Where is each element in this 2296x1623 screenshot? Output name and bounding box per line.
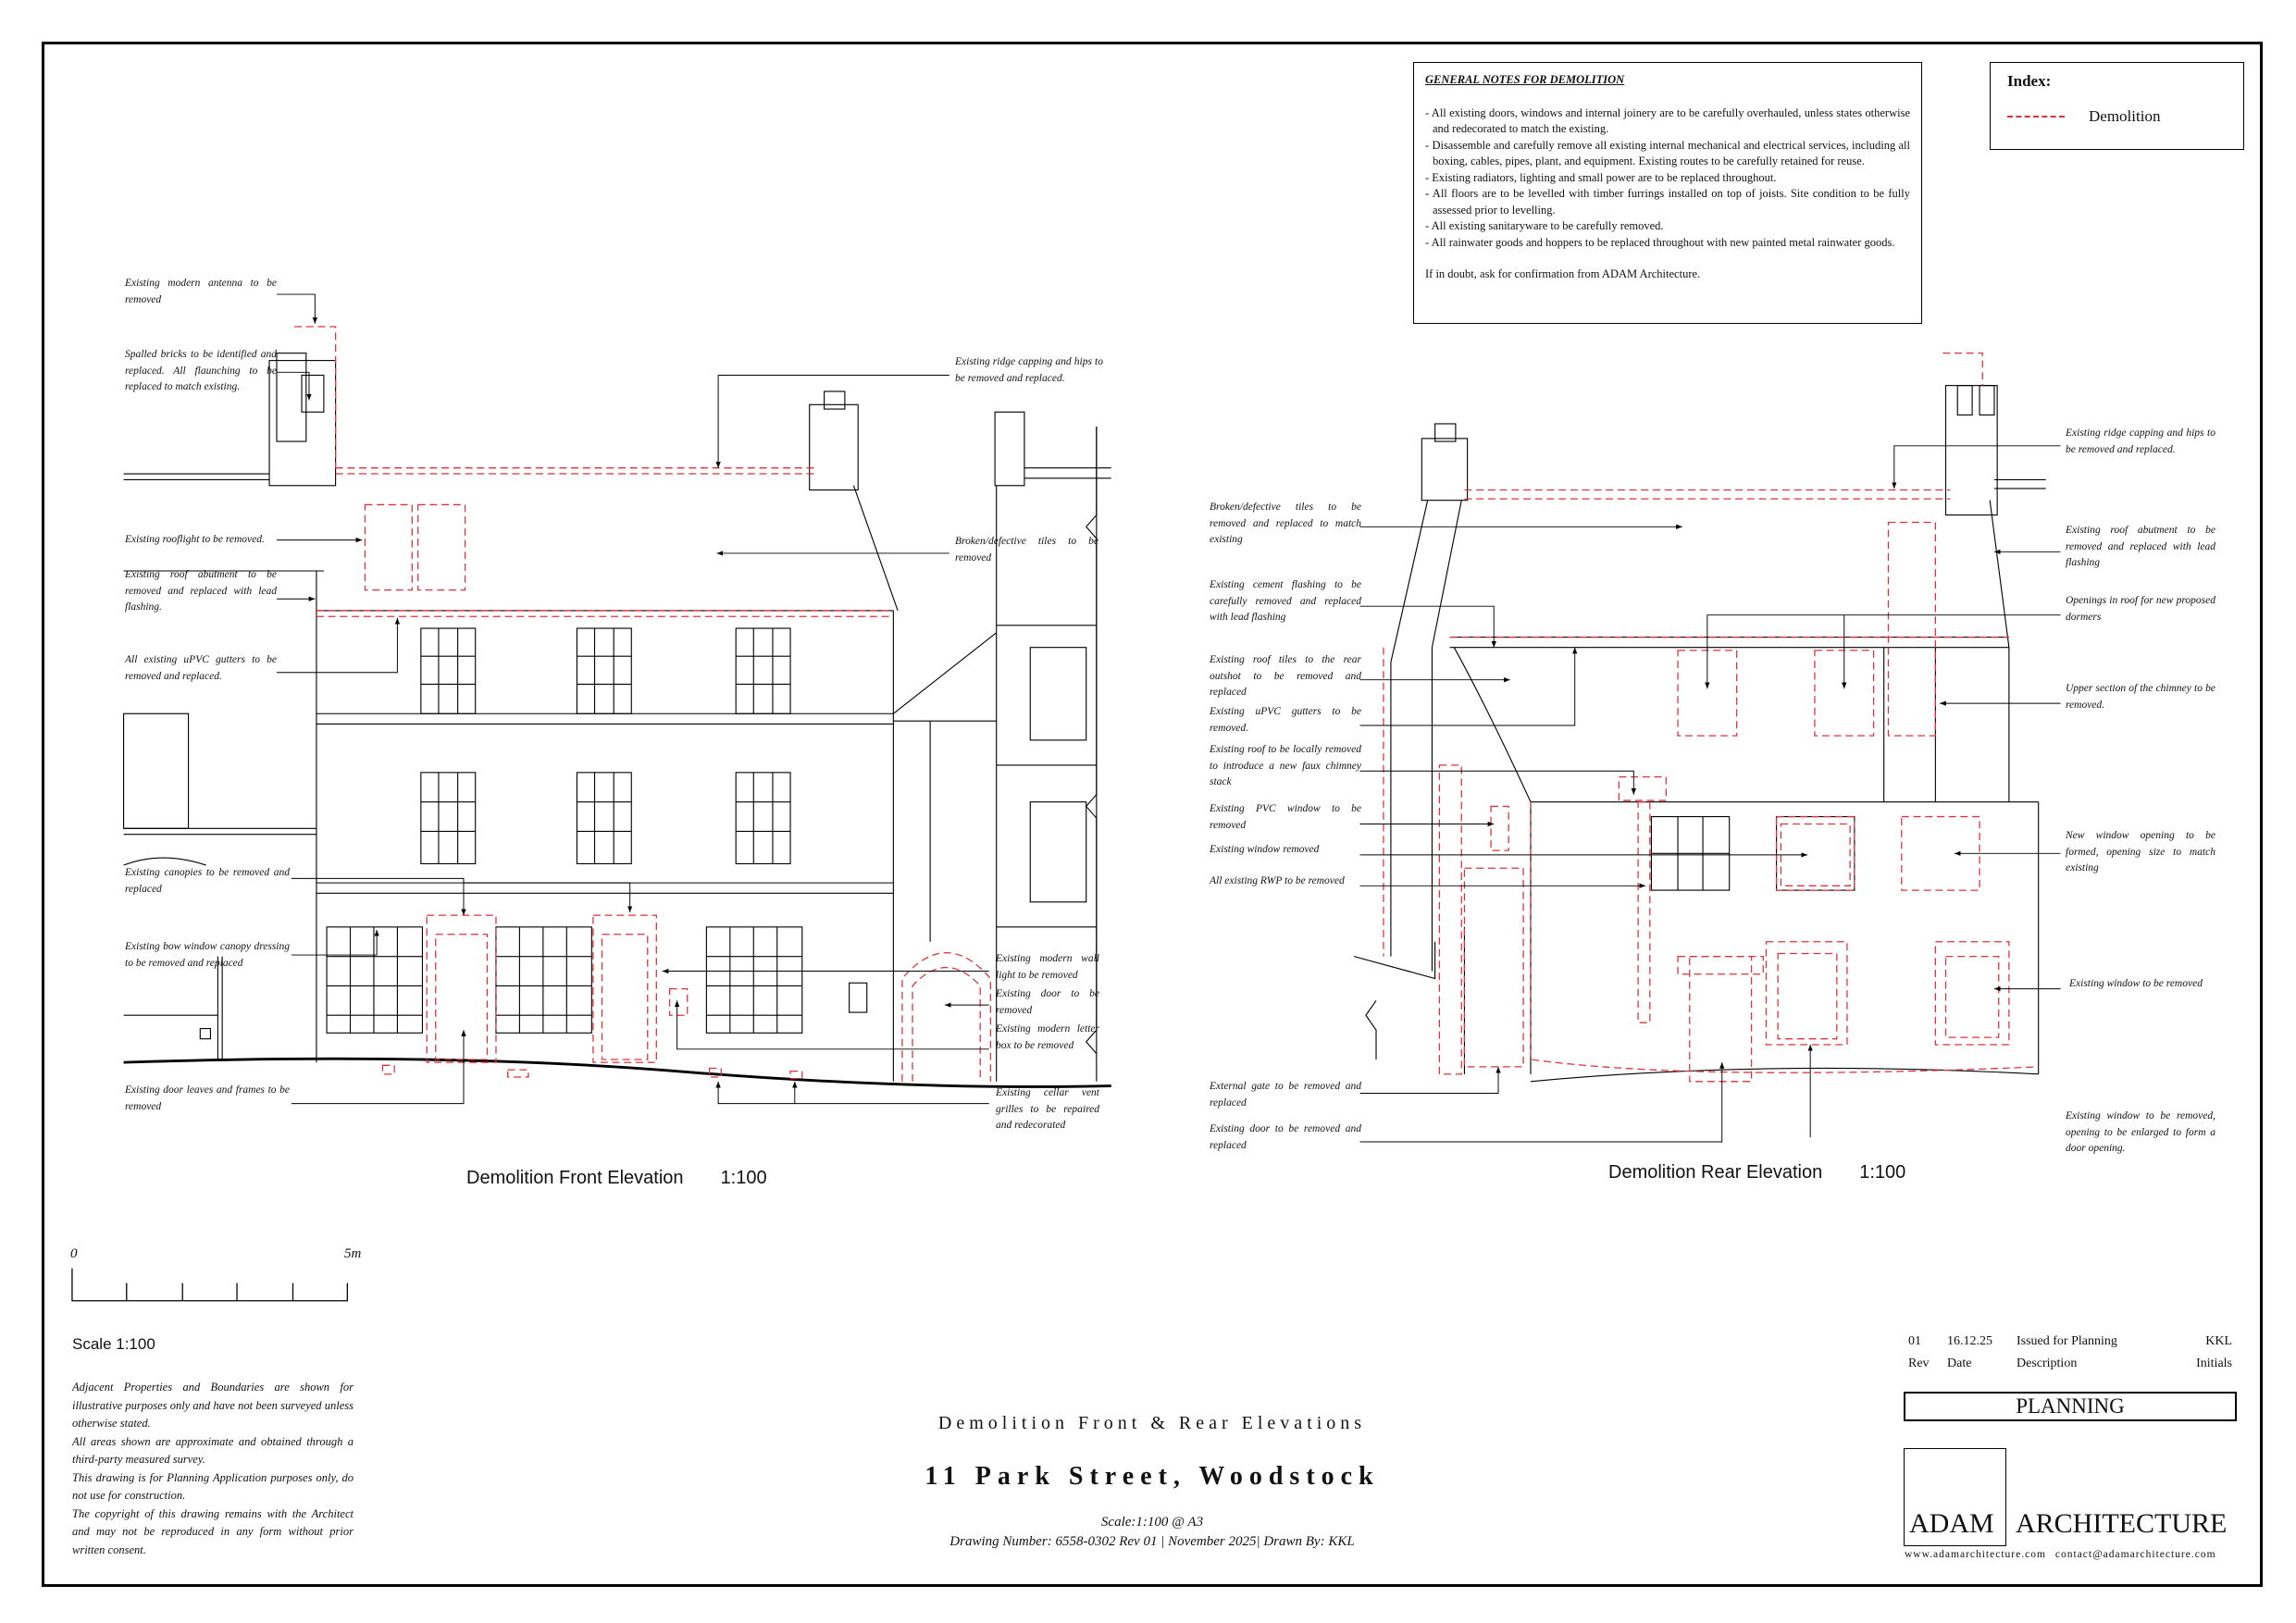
annotation-broken-tiles-rear: Broken/defective tiles to be removed and…	[1210, 502, 1361, 545]
header-initials: Initials	[2196, 1357, 2232, 1370]
front-elevation-name: Demolition Front Elevation	[466, 1168, 684, 1188]
header-rev: Rev	[1908, 1357, 1930, 1370]
note-item: - Disassemble and carefully remove all e…	[1425, 138, 1910, 168]
annotation-rwp: All existing RWP to be removed	[1210, 875, 1345, 886]
annotation-letter-box: Existing modern letter box to be removed	[996, 1023, 1099, 1051]
index-title: Index:	[2007, 72, 2052, 90]
project-title: 11 Park Street, Woodstock	[925, 1462, 1380, 1491]
annotation-ridge-capping-rear: Existing ridge capping and hips to be re…	[2066, 427, 2215, 455]
rear-demolition-marks	[1383, 353, 2039, 1083]
header-date: Date	[1947, 1357, 1972, 1370]
scale-label: Scale 1:100	[72, 1335, 155, 1353]
revision-row: 01 16.12.25 Issued for Planning KKL	[1908, 1331, 2232, 1353]
sheet-border	[42, 42, 2263, 1587]
rear-leader-lines	[1359, 445, 2061, 1143]
note-doubt: If in doubt, ask for confirmation from A…	[1425, 267, 1701, 280]
revision-table: 01 16.12.25 Issued for Planning KKL Rev …	[1908, 1331, 2232, 1375]
index-legend: Index: Demolition	[1990, 62, 2244, 150]
drawing-subtitle: Demolition Front & Rear Elevations	[937, 1413, 1367, 1433]
annotation-antenna: Existing modern antenna to be removed	[125, 278, 277, 305]
annotation-faux-chimney: Existing roof to be locally removed to i…	[1210, 744, 1361, 787]
annotation-window-removed: Existing window removed	[1210, 844, 1320, 855]
annotation-canopies: Existing canopies to be removed and repl…	[125, 867, 290, 895]
legend-label: Demolition	[2089, 107, 2161, 125]
logo-adam: ADAM	[1909, 1508, 1994, 1539]
drawing-info: Drawing Number: 6558-0302 Rev 01 | Novem…	[949, 1534, 1355, 1549]
annotation-roof-abutment-rear: Existing roof abutment to be removed and…	[2066, 525, 2215, 568]
rev-description: Issued for Planning	[2017, 1334, 2117, 1348]
general-notes-title: GENERAL NOTES FOR DEMOLITION	[1425, 73, 1625, 86]
website-link[interactable]: www.adamarchitecture.com	[1905, 1549, 2046, 1560]
annotation-upvc-gutters-rear: Existing uPVC gutters to be removed.	[1210, 706, 1361, 734]
scale-bar-start: 0	[70, 1246, 78, 1261]
note-item: - Existing radiators, lighting and small…	[1425, 170, 1777, 184]
annotation-window-to-remove: Existing window to be removed	[2069, 978, 2203, 989]
annotation-upper-chimney: Upper section of the chimney to be remov…	[2066, 683, 2215, 711]
disclaimer-line: Adjacent Properties and Boundaries are s…	[72, 1381, 354, 1430]
rev-initials: KKL	[2205, 1334, 2232, 1348]
front-elevation-scale: 1:100	[720, 1168, 767, 1188]
status-badge: PLANNING	[1904, 1392, 2237, 1421]
annotation-dormer-openings: Openings in roof for new proposed dormer…	[2066, 595, 2215, 623]
general-notes-box: GENERAL NOTES FOR DEMOLITION - All exist…	[1413, 62, 1922, 324]
contact-line: www.adamarchitecture.com contact@adamarch…	[1905, 1549, 2216, 1560]
drawing-scale: Scale:1:100 @ A3	[1100, 1515, 1204, 1530]
front-elevation-title: Demolition Front Elevation 1:100	[466, 1168, 767, 1189]
annotation-pvc-window: Existing PVC window to be removed	[1210, 803, 1361, 831]
annotation-spalled-bricks: Spalled bricks to be identified and repl…	[125, 349, 277, 392]
disclaimer-line: The copyright of this drawing remains wi…	[72, 1506, 354, 1556]
logo-box	[1904, 1448, 2006, 1546]
front-leader-lines	[276, 293, 989, 1105]
annotation-roof-abutment: Existing roof abutment to be removed and…	[125, 569, 277, 613]
annotation-rooflight: Existing rooflight to be removed.	[125, 534, 265, 545]
rear-elevation-scale: 1:100	[1859, 1162, 1906, 1183]
rear-elevation-name: Demolition Rear Elevation	[1608, 1162, 1823, 1183]
logo-architecture: ARCHITECTURE	[2016, 1508, 2228, 1539]
rear-elevation	[1354, 385, 2046, 1083]
rear-elevation-title: Demolition Rear Elevation 1:100	[1608, 1162, 1905, 1183]
note-item: - All existing sanitaryware to be carefu…	[1425, 219, 1664, 232]
annotation-upvc-gutters: All existing uPVC gutters to be removed …	[125, 654, 277, 682]
legend-row: Demolition	[2007, 107, 2227, 126]
annotation-cellar-vent: Existing cellar vent grilles to be repai…	[996, 1087, 1099, 1131]
annotation-window-to-door: Existing window to be removed, opening t…	[2066, 1110, 2215, 1154]
rev-number: 01	[1908, 1334, 1921, 1348]
rev-date: 16.12.25	[1947, 1334, 1992, 1348]
email-link[interactable]: contact@adamarchitecture.com	[2054, 1549, 2216, 1560]
scale-bar	[71, 1268, 348, 1302]
annotation-door-rear: Existing door to be removed and replaced	[1210, 1123, 1361, 1151]
disclaimer: Adjacent Properties and Boundaries are s…	[72, 1379, 354, 1559]
annotation-new-window-opening: New window opening to be formed, opening…	[2066, 830, 2215, 873]
annotation-cement-flashing: Existing cement flashing to be carefully…	[1210, 579, 1361, 623]
annotation-broken-tiles-front: Broken/defective tiles to be removed	[955, 536, 1098, 564]
revision-header: Rev Date Description Initials	[1908, 1353, 2232, 1375]
note-item: - All existing doors, windows and intern…	[1425, 105, 1910, 136]
scale-bar-end: 5m	[344, 1246, 362, 1261]
disclaimer-line: This drawing is for Planning Application…	[72, 1470, 354, 1503]
annotation-outshot-tiles: Existing roof tiles to the rear outshot …	[1210, 654, 1361, 698]
header-description: Description	[2017, 1357, 2078, 1370]
disclaimer-line: All areas shown are approximate and obta…	[72, 1434, 354, 1467]
annotation-ridge-capping-front: Existing ridge capping and hips to be re…	[955, 356, 1103, 384]
note-item: - All rainwater goods and hoppers to be …	[1425, 235, 1895, 249]
annotation-bow-window: Existing bow window canopy dressing to b…	[125, 941, 290, 969]
annotation-external-gate: External gate to be removed and replaced	[1210, 1081, 1361, 1109]
dashed-line-icon	[2007, 116, 2065, 118]
front-demolition-marks	[294, 326, 991, 1082]
annotation-door-front: Existing door to be removed	[996, 988, 1099, 1016]
note-item: - All floors are to be levelled with tim…	[1425, 187, 1910, 217]
annotation-wall-light: Existing modern wall light to be removed	[996, 953, 1099, 981]
annotation-door-leaves: Existing door leaves and frames to be re…	[125, 1084, 290, 1112]
